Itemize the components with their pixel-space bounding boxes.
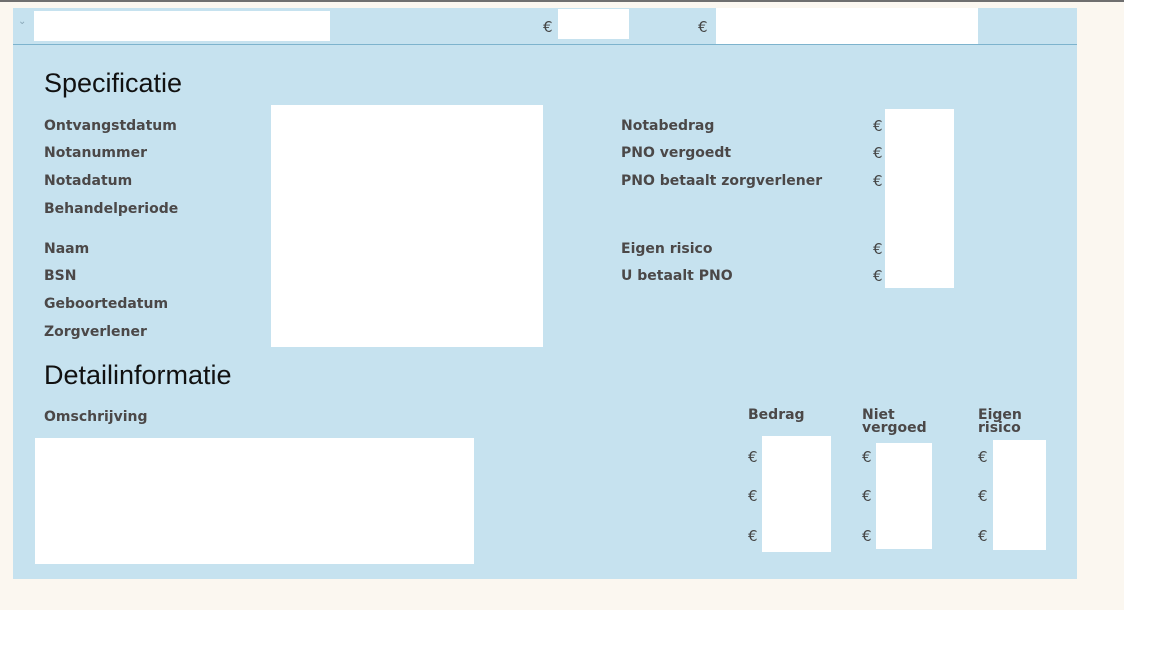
currency-eigen-risico-row2: € bbox=[978, 487, 988, 505]
chevron-down-icon[interactable]: ⌄ bbox=[18, 16, 27, 27]
label-pno-betaalt-zorgverlener: PNO betaalt zorgverlener bbox=[621, 173, 823, 189]
label-geboortedatum: Geboortedatum bbox=[44, 296, 169, 312]
label-notanummer: Notanummer bbox=[44, 145, 147, 161]
label-pno-vergoedt: PNO vergoedt bbox=[621, 145, 732, 161]
label-bsn: BSN bbox=[44, 268, 77, 284]
header-currency-2: € bbox=[698, 18, 708, 36]
eigen-risico-values bbox=[993, 440, 1046, 550]
currency-bedrag-row3: € bbox=[748, 527, 758, 545]
label-notabedrag: Notabedrag bbox=[621, 118, 715, 134]
currency-bedrag-row1: € bbox=[748, 448, 758, 466]
bedrag-values bbox=[762, 436, 831, 552]
label-zorgverlener: Zorgverlener bbox=[44, 324, 147, 340]
label-u-betaalt-pno: U betaalt PNO bbox=[621, 268, 733, 284]
amounts-values bbox=[885, 109, 954, 288]
label-notadatum: Notadatum bbox=[44, 173, 133, 189]
currency-niet-vergoed-row1: € bbox=[862, 448, 872, 466]
header-total-field[interactable] bbox=[716, 8, 978, 45]
currency-eigen-risico: € bbox=[873, 240, 883, 258]
currency-bedrag-row2: € bbox=[748, 487, 758, 505]
currency-pno-vergoedt: € bbox=[873, 144, 883, 162]
niet-vergoed-values bbox=[876, 443, 932, 549]
header-currency-1: € bbox=[543, 18, 553, 36]
currency-pno-betaalt: € bbox=[873, 172, 883, 190]
label-omschrijving: Omschrijving bbox=[44, 409, 148, 425]
currency-niet-vergoed-row3: € bbox=[862, 527, 872, 545]
label-ontvangstdatum: Ontvangstdatum bbox=[44, 118, 177, 134]
label-naam: Naam bbox=[44, 241, 90, 257]
currency-niet-vergoed-row2: € bbox=[862, 487, 872, 505]
label-behandelperiode: Behandelperiode bbox=[44, 201, 179, 217]
header-separator bbox=[13, 44, 1077, 45]
currency-notabedrag: € bbox=[873, 117, 883, 135]
column-header-niet-vergoed: Niet vergoed bbox=[862, 407, 927, 436]
detailinformatie-title: Detailinformatie bbox=[44, 360, 232, 390]
column-header-eigen-risico: Eigen risico bbox=[978, 407, 1022, 436]
top-divider bbox=[0, 0, 1124, 2]
label-eigen-risico: Eigen risico bbox=[621, 241, 713, 257]
specificatie-title: Specificatie bbox=[44, 68, 183, 98]
header-amount-field[interactable] bbox=[558, 9, 629, 39]
currency-eigen-risico-row3: € bbox=[978, 527, 988, 545]
currency-u-betaalt: € bbox=[873, 267, 883, 285]
column-header-bedrag: Bedrag bbox=[748, 407, 805, 423]
omschrijving-values bbox=[35, 438, 474, 564]
patient-details-values bbox=[271, 105, 543, 347]
header-description-field[interactable] bbox=[34, 11, 330, 41]
currency-eigen-risico-row1: € bbox=[978, 448, 988, 466]
